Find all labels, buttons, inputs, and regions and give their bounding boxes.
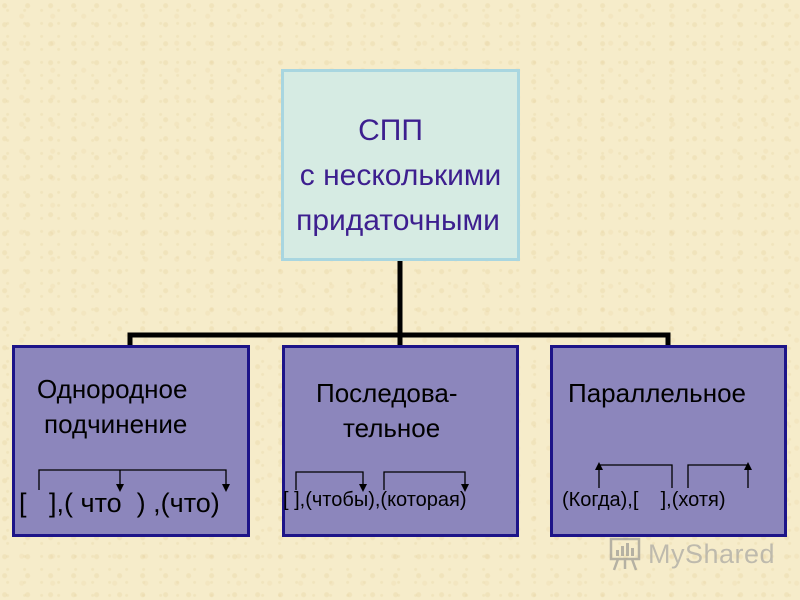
branch-3-title-line-1: Параллельное	[568, 378, 747, 408]
branch-sequential-box: Последова- тельное [ ],(чтобы),(которая)	[282, 345, 519, 537]
watermark-text: MyShared	[648, 538, 776, 569]
presentation-board-icon	[609, 537, 641, 571]
branch-1-title-line-2: подчинение	[44, 409, 188, 439]
branch-1-formula: [ ],( что ) ,(что)	[19, 488, 220, 518]
root-line-3: придаточными	[296, 204, 500, 237]
root-line-2: с несколькими	[299, 159, 502, 192]
branch-2-title-line-1: Последова-	[316, 378, 458, 408]
branch-3-scheme-arrows	[595, 462, 752, 488]
branch-homogeneous-box: Однородное подчинение [ ],( что ) ,(что)	[12, 345, 250, 537]
branch-1-title-line-1: Однородное	[37, 374, 188, 404]
branch-2-title-line-2: тельное	[343, 413, 441, 443]
branch-parallel-box: Параллельное (Когда),[ ],(хотя)	[550, 345, 787, 537]
watermark: MyShared	[608, 534, 775, 574]
root-node-box: СПП с несколькими придаточными	[281, 69, 520, 261]
branch-3-formula: (Когда),[ ],(хотя)	[562, 489, 726, 511]
branch-1-scheme-arrows	[38, 469, 230, 492]
branch-2-formula: [ ],(чтобы),(которая)	[283, 489, 467, 511]
branch-2-scheme-arrows	[295, 471, 469, 492]
root-line-1: СПП	[358, 114, 423, 147]
